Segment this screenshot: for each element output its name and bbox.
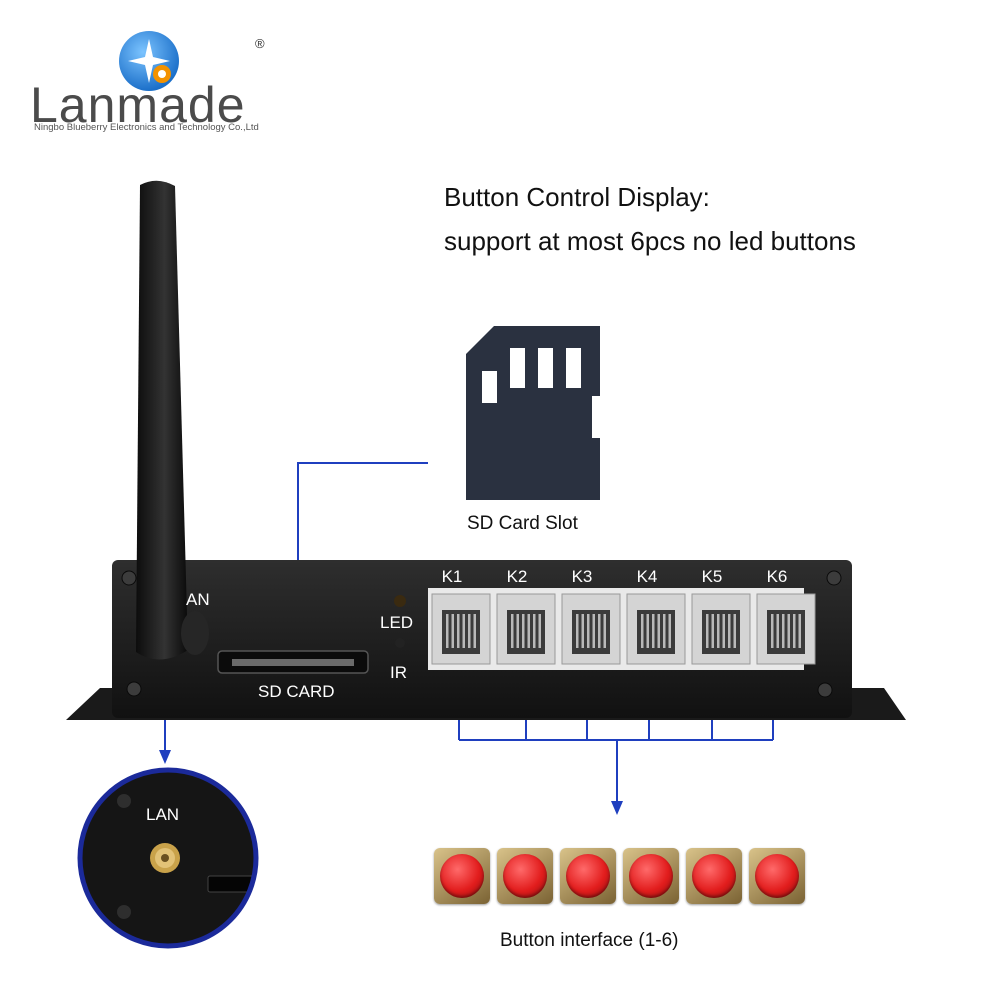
antenna-label: AN [186, 590, 210, 609]
logo-emblem [119, 31, 179, 91]
push-button-4 [623, 848, 679, 904]
button-cap-icon [503, 854, 547, 898]
rj-port-k6 [756, 593, 816, 665]
port-label-k1: K1 [441, 567, 463, 586]
ir-label: IR [390, 663, 407, 682]
rj-port-k5 [691, 593, 751, 665]
sd-card-caption: SD Card Slot [467, 513, 578, 534]
heading-subtitle: support at most 6pcs no led buttons [444, 226, 856, 256]
company-name: Ningbo Blueberry Electronics and Technol… [34, 122, 259, 133]
push-button-6 [749, 848, 805, 904]
led-label: LED [380, 613, 414, 632]
lan-zoom-view [77, 767, 259, 949]
rj-port-k1 [431, 593, 491, 665]
logo-wordmark: Lanmade [30, 77, 246, 133]
port-label-k5: K5 [701, 567, 723, 586]
registered-mark: ® [255, 36, 265, 51]
button-cap-icon [692, 854, 736, 898]
button-cap-icon [440, 854, 484, 898]
rj-port-group [431, 593, 816, 665]
rj-port-k2 [496, 593, 556, 665]
rj-port-k3 [561, 593, 621, 665]
rj-port-k4 [626, 593, 686, 665]
push-button-5 [686, 848, 742, 904]
port-label-k2: K2 [506, 567, 528, 586]
button-cap-icon [629, 854, 673, 898]
lan-zoom-label: LAN [146, 805, 180, 824]
buttons-caption: Button interface (1-6) [500, 930, 679, 951]
button-cap-icon [755, 854, 799, 898]
push-button-3 [560, 848, 616, 904]
button-cap-icon [566, 854, 610, 898]
port-label-k3: K3 [571, 567, 593, 586]
port-label-k6: K6 [766, 567, 788, 586]
sd-card-label: SD CARD [258, 682, 335, 701]
sd-card-icon [466, 326, 600, 500]
push-button-2 [497, 848, 553, 904]
star-icon [128, 39, 170, 83]
port-label-k4: K4 [636, 567, 658, 586]
arrow-down-icon [159, 750, 171, 764]
heading-title: Button Control Display: [444, 182, 710, 212]
arrow-down-icon [611, 801, 623, 815]
push-button-1 [434, 848, 490, 904]
